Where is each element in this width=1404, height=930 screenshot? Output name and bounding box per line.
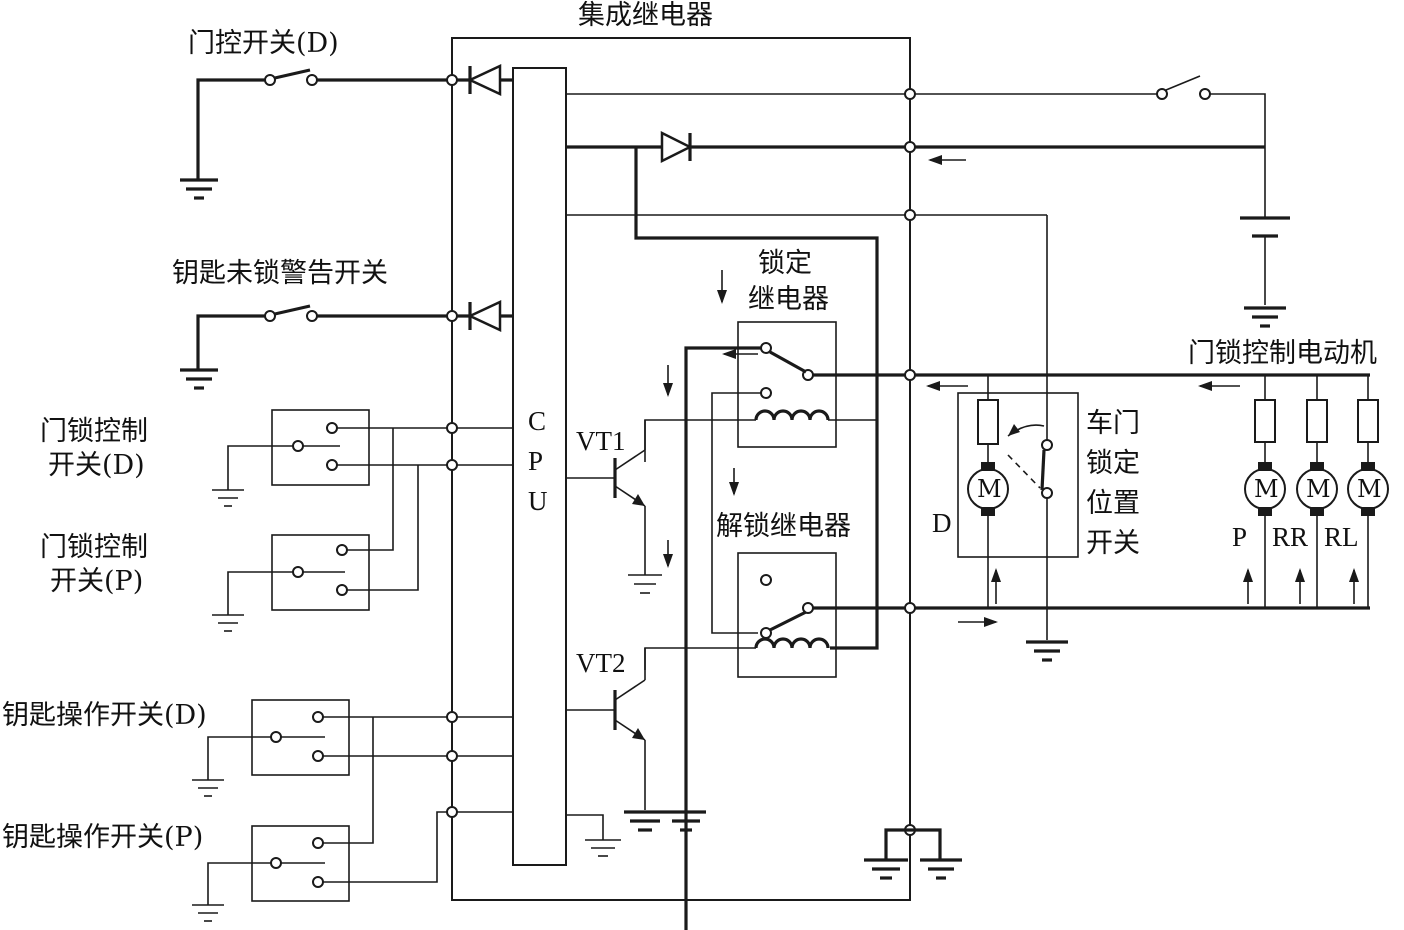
door-control-switch (196, 68, 513, 180)
motor-d-label: D (932, 508, 952, 538)
ground-icon (180, 178, 218, 200)
ground-icon (624, 810, 666, 832)
key-op-switch-p-label: 钥匙操作开关(P) (2, 822, 203, 853)
lock-relay (644, 321, 1370, 930)
integrated-relay-frame (451, 37, 911, 901)
cpu-letter-c: C (528, 406, 546, 436)
ground-icon (180, 368, 218, 390)
door-lock-control-switch-d (227, 409, 370, 490)
door-pos-label-line4: 开关 (1086, 528, 1140, 559)
key-op-switch-d-label: 钥匙操作开关(D) (2, 700, 207, 731)
key-warning-switch-label: 钥匙未锁警告开关 (172, 258, 388, 289)
vt1-label: VT1 (576, 426, 626, 456)
arrow-down-icon (717, 270, 727, 304)
door-lock-control-switch-p (227, 534, 370, 615)
relay-supply-wire (634, 147, 879, 650)
diode-icon (467, 64, 502, 96)
motor-rr (1296, 375, 1338, 608)
cpu-output-wiring (566, 88, 1265, 440)
diode-icon (467, 300, 502, 332)
arrow-down-icon (729, 468, 739, 496)
lock-switch-p-label-line1: 门锁控制 (40, 532, 148, 563)
motor-rr-symbol: M (1306, 475, 1331, 503)
cpu-letter-u: U (528, 486, 548, 516)
door-pos-label-line3: 位置 (1086, 488, 1140, 519)
arrow-left-icon (928, 155, 966, 165)
key-warning-switch (196, 304, 513, 370)
motor-rl (1347, 375, 1389, 608)
lock-switch-wiring (337, 422, 513, 591)
cpu-block (512, 67, 567, 866)
lock-switch-d-label-line2: 开关(D) (48, 450, 145, 481)
terminal-node (446, 310, 458, 322)
arrow-up-icon (1295, 568, 1305, 604)
ground-icon (212, 489, 244, 507)
lock-switch-p-label-line2: 开关(P) (50, 566, 143, 597)
key-operation-switch-d (207, 699, 513, 780)
terminal-node (446, 750, 458, 762)
arrow-right-icon (958, 617, 998, 627)
arrow-up-icon (991, 568, 1001, 604)
ground-icon (192, 779, 224, 797)
lock-relay-label-line2: 继电器 (748, 284, 829, 315)
motor-rl-symbol: M (1357, 475, 1382, 503)
motor-p-label: P (1232, 522, 1247, 552)
terminal-node (446, 711, 458, 723)
unlock-relay-label: 解锁继电器 (716, 511, 851, 542)
motor-rl-label: RL (1324, 522, 1359, 552)
ground-icon (864, 824, 962, 880)
terminal-node (446, 806, 458, 818)
arrow-left-icon (926, 381, 968, 391)
arrow-down-icon (663, 540, 673, 568)
door-lock-position-switch-box (957, 375, 1079, 640)
ground-icon (666, 780, 706, 832)
motor-d-symbol: M (977, 475, 1002, 503)
door-lock-motor-label: 门锁控制电动机 (1188, 338, 1377, 369)
battery-icon (1240, 216, 1290, 305)
vt2-label: VT2 (576, 648, 626, 678)
ground-icon (628, 574, 662, 594)
key-operation-switch-p (207, 717, 513, 905)
motor-rr-label: RR (1272, 522, 1308, 552)
diode-icon (660, 130, 693, 164)
ground-icon (192, 904, 224, 922)
ground-icon (566, 814, 621, 857)
transistor-vt2 (566, 648, 646, 810)
door-pos-label-line2: 锁定 (1086, 448, 1140, 479)
arrow-left-icon (722, 349, 758, 359)
battery-switch (1156, 75, 1266, 218)
transistor-vt1 (566, 420, 646, 575)
terminal-node (446, 74, 458, 86)
ground-icon (212, 614, 244, 632)
door-pos-label-line1: 车门 (1086, 408, 1140, 439)
arrow-up-icon (1243, 568, 1253, 604)
arrow-up-icon (1349, 568, 1359, 604)
cpu-letter-p: P (528, 446, 543, 476)
lock-switch-d-label-line1: 门锁控制 (40, 416, 148, 447)
arrow-down-icon (663, 365, 673, 397)
ground-icon (1244, 306, 1286, 328)
motor-p (1244, 375, 1286, 608)
unlock-relay (644, 552, 1370, 678)
lock-relay-label-line1: 锁定 (758, 248, 812, 279)
arrow-left-icon (1198, 381, 1240, 391)
ground-icon (1026, 640, 1068, 662)
diagram-title: 集成继电器 (578, 0, 713, 31)
motor-p-symbol: M (1254, 475, 1279, 503)
door-control-switch-label: 门控开关(D) (188, 28, 339, 59)
